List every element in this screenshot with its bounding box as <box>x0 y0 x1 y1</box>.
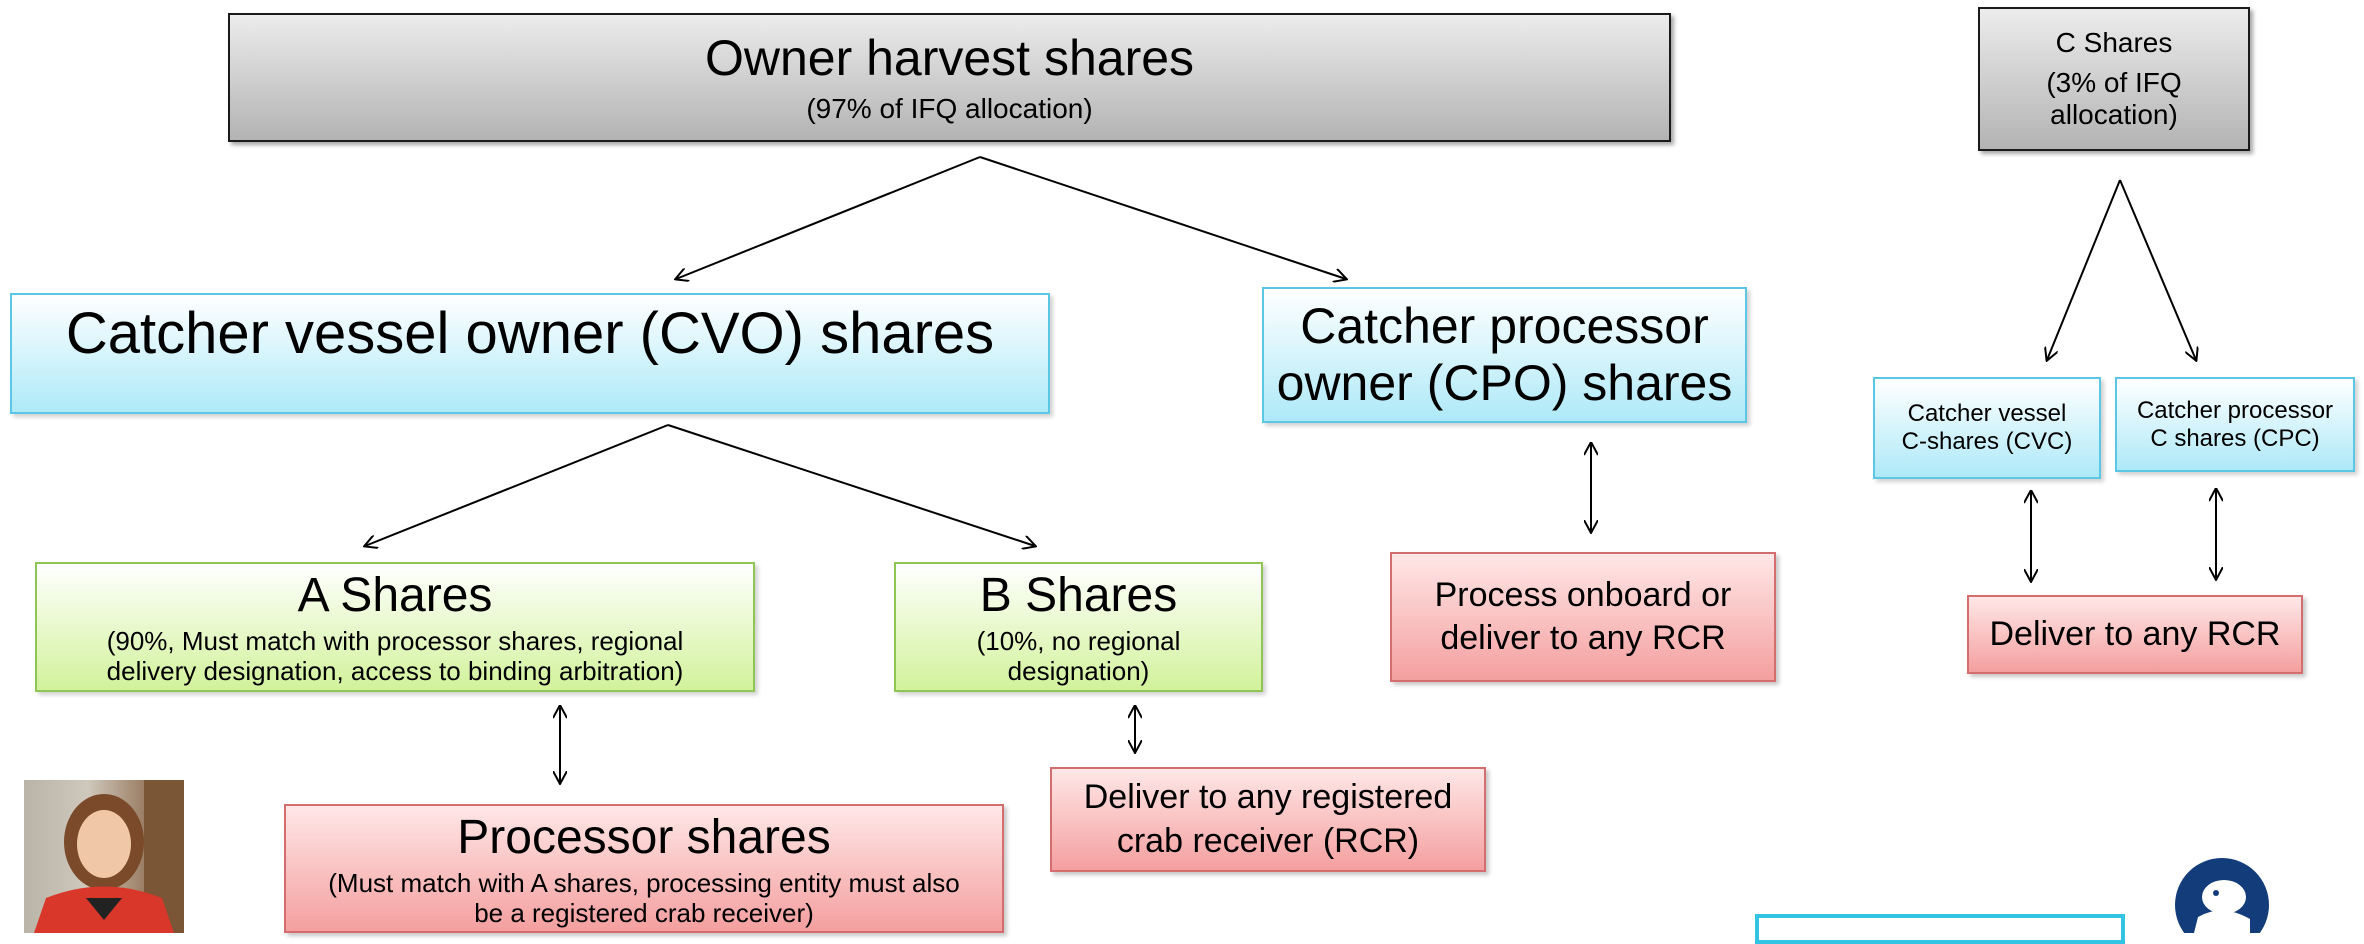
b-shares-sub-line2: designation) <box>1007 655 1150 686</box>
processor-shares-box: Processor shares (Must match with A shar… <box>284 804 1004 933</box>
arrow-c-to-cvc <box>2047 179 2121 360</box>
b-shares-sub-line1: (10%, no regional <box>976 625 1181 656</box>
b-delivery-line2: crab receiver (RCR) <box>1116 821 1420 860</box>
c-delivery-label: Deliver to any RCR <box>1989 614 2281 653</box>
cpc-line2: C shares (CPC) <box>2150 424 2320 452</box>
c-shares-sub-line2: allocation) <box>2050 99 2178 131</box>
c-shares-title: C Shares <box>2055 26 2173 58</box>
processor-title: Processor shares <box>457 811 831 864</box>
b-shares-box: B Shares (10%, no regional designation) <box>894 562 1263 692</box>
arrow-cvo-to-a <box>365 424 669 546</box>
cpc-box: Catcher processor C shares (CPC) <box>2115 377 2355 472</box>
cpo-delivery-box: Process onboard or deliver to any RCR <box>1390 552 1776 682</box>
cvc-line2: C-shares (CVC) <box>1901 428 2073 455</box>
a-shares-title: A Shares <box>297 568 493 622</box>
owner-harvest-shares-box: Owner harvest shares (97% of IFQ allocat… <box>228 13 1671 142</box>
cvc-line1: Catcher vessel <box>1907 400 2067 428</box>
cvo-title: Catcher vessel owner (CVO) shares <box>65 301 995 366</box>
processor-sub-line1: (Must match with A shares, processing en… <box>328 868 960 899</box>
b-delivery-line1: Deliver to any registered <box>1083 778 1453 817</box>
b-delivery-box: Deliver to any registered crab receiver … <box>1050 767 1486 872</box>
cvo-shares-box: Catcher vessel owner (CVO) shares <box>10 293 1050 414</box>
c-delivery-box: Deliver to any RCR <box>1967 595 2303 674</box>
cpo-delivery-line2: deliver to any RCR <box>1440 619 1726 657</box>
arrow-cvo-to-b <box>667 424 1035 546</box>
a-shares-sub-line1: (90%, Must match with processor shares, … <box>106 625 684 656</box>
cpc-line1: Catcher processor <box>2136 396 2334 424</box>
a-shares-sub-line2: delivery designation, access to binding … <box>106 655 684 686</box>
c-shares-box: C Shares (3% of IFQ allocation) <box>1978 7 2250 151</box>
cpo-line2: owner (CPO) shares <box>1276 355 1733 411</box>
arrow-owner-to-cvo <box>676 156 981 279</box>
c-shares-sub-line1: (3% of IFQ <box>2046 66 2182 98</box>
b-shares-title: B Shares <box>979 568 1178 622</box>
seal-logo-icon <box>2170 855 2274 944</box>
cvc-box: Catcher vessel C-shares (CVC) <box>1873 377 2101 479</box>
cpo-delivery-line1: Process onboard or <box>1434 575 1732 614</box>
presenter-photo <box>24 780 184 933</box>
a-shares-box: A Shares (90%, Must match with processor… <box>35 562 755 692</box>
owner-harvest-sub: (97% of IFQ allocation) <box>806 93 1093 125</box>
processor-sub-line2: be a registered crab receiver) <box>474 898 814 929</box>
partial-cyan-box <box>1755 914 2125 944</box>
arrow-c-to-cpc <box>2119 179 2196 360</box>
cpo-line1: Catcher processor <box>1300 297 1709 354</box>
arrow-owner-to-cpo <box>979 156 1346 279</box>
owner-harvest-title: Owner harvest shares <box>704 29 1195 86</box>
cpo-shares-box: Catcher processor owner (CPO) shares <box>1262 287 1747 423</box>
